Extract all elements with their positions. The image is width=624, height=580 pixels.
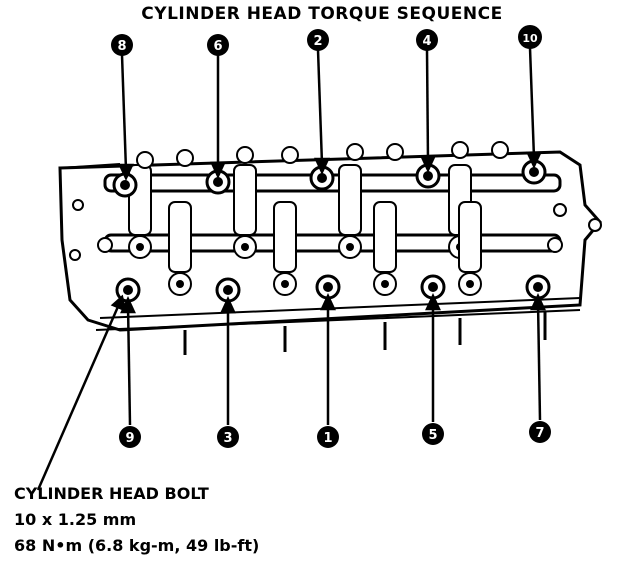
svg-text:10: 10 <box>522 32 538 45</box>
spec-bolt-size: 10 x 1.25 mm <box>14 510 137 529</box>
callout-5: 5 <box>422 423 444 445</box>
callout-3: 3 <box>217 426 239 448</box>
spec-bolt-name: CYLINDER HEAD BOLT <box>14 484 209 503</box>
svg-text:2: 2 <box>313 34 322 49</box>
svg-text:8: 8 <box>117 39 126 54</box>
callout-1: 1 <box>317 426 339 448</box>
valve-springs <box>136 141 509 169</box>
svg-text:3: 3 <box>223 431 232 446</box>
svg-text:6: 6 <box>213 39 222 54</box>
svg-text:9: 9 <box>125 431 134 446</box>
diagram-title: CYLINDER HEAD TORQUE SEQUENCE <box>141 4 503 24</box>
svg-text:4: 4 <box>422 34 431 49</box>
callout-2: 2 <box>307 29 329 51</box>
bottom-leader-lines <box>36 293 546 491</box>
callout-9: 9 <box>119 426 141 448</box>
top-leader-lines <box>118 47 542 181</box>
callout-8: 8 <box>111 34 133 56</box>
svg-text:1: 1 <box>323 431 332 446</box>
svg-text:5: 5 <box>428 428 437 443</box>
callout-4: 4 <box>416 29 438 51</box>
callout-7: 7 <box>529 421 551 443</box>
spec-bolt-torque: 68 N•m (6.8 kg-m, 49 lb-ft) <box>14 536 260 555</box>
callout-6: 6 <box>207 34 229 56</box>
svg-text:7: 7 <box>535 426 544 441</box>
callout-10: 10 <box>518 25 542 49</box>
side-fittings <box>69 199 602 261</box>
